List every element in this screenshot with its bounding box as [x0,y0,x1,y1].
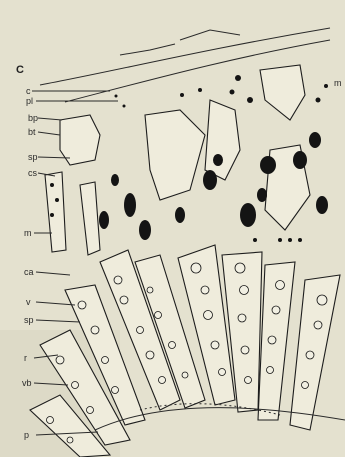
label-sp: sp [28,152,38,162]
label-v: v [26,297,31,307]
label-cs: cs [28,168,38,178]
label-p: p [24,430,29,440]
label-pl: pl [26,96,33,106]
label-bp: bp [28,113,38,123]
panel-label: C [16,64,24,76]
label-sp-lower: sp [24,315,34,325]
label-ca: ca [24,267,34,277]
label-m-top: m [334,78,342,88]
label-vb: vb [22,378,32,388]
label-bt: bt [28,127,36,137]
label-r: r [24,353,27,363]
label-c: c [26,86,31,96]
label-m: m [24,228,32,238]
